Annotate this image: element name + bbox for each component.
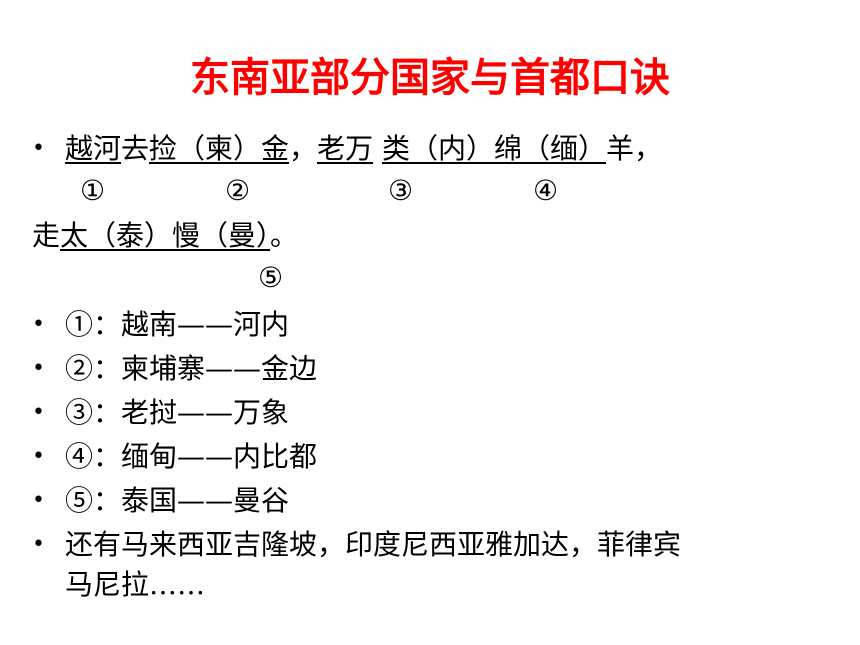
list-item: ②：柬埔寨——金边 xyxy=(65,352,318,385)
rhyme-seg-leimian: 类（内）绵（缅） xyxy=(381,132,606,165)
list-item: ①：越南——河内 xyxy=(65,308,290,341)
rhyme-line-1: 越河去捡（柬）金，老万 类（内）绵（缅）羊， xyxy=(65,130,662,168)
marker-3: ③ xyxy=(388,174,414,207)
last-item-line-2: 马尼拉…… xyxy=(65,568,206,601)
rhyme-seg-jianjin: 捡（柬）金 xyxy=(149,132,290,165)
rhyme-seg-yuehe: 越河 xyxy=(65,132,122,165)
marker-5: ⑤ xyxy=(258,261,284,294)
rhyme-seg-space xyxy=(373,132,382,165)
rhyme-seg-taiman: 太（泰）慢（曼） xyxy=(60,219,271,252)
bullet-dot: • xyxy=(32,488,45,513)
bullet-dot: • xyxy=(32,136,45,161)
rhyme-seg-period: 。 xyxy=(270,219,299,252)
marker-2: ② xyxy=(225,174,251,207)
rhyme-line-2: 走太（泰）慢（曼）。 xyxy=(32,217,298,255)
list-item: ④：缅甸——内比都 xyxy=(65,440,318,473)
bullet-dot: • xyxy=(32,444,45,469)
list-item: ⑤：泰国——曼谷 xyxy=(65,484,290,517)
rhyme-seg-laowan: 老万 xyxy=(317,132,374,165)
bullet-dot: • xyxy=(32,400,45,425)
rhyme-seg-qu: 去 xyxy=(121,132,150,165)
rhyme-seg-yang: 羊， xyxy=(606,132,663,165)
marker-4: ④ xyxy=(533,174,559,207)
bullet-dot: • xyxy=(32,356,45,381)
rhyme-seg-comma: ， xyxy=(289,132,318,165)
slide-title: 东南亚部分国家与首都口诀 xyxy=(190,54,670,101)
last-item-line-1: 还有马来西亚吉隆坡，印度尼西亚雅加达，菲律宾 xyxy=(65,528,682,561)
marker-1: ① xyxy=(80,174,106,207)
bullet-dot: • xyxy=(32,532,45,557)
list-item: ③：老挝——万象 xyxy=(65,396,290,429)
rhyme-seg-zou: 走 xyxy=(32,219,61,252)
bullet-dot: • xyxy=(32,312,45,337)
